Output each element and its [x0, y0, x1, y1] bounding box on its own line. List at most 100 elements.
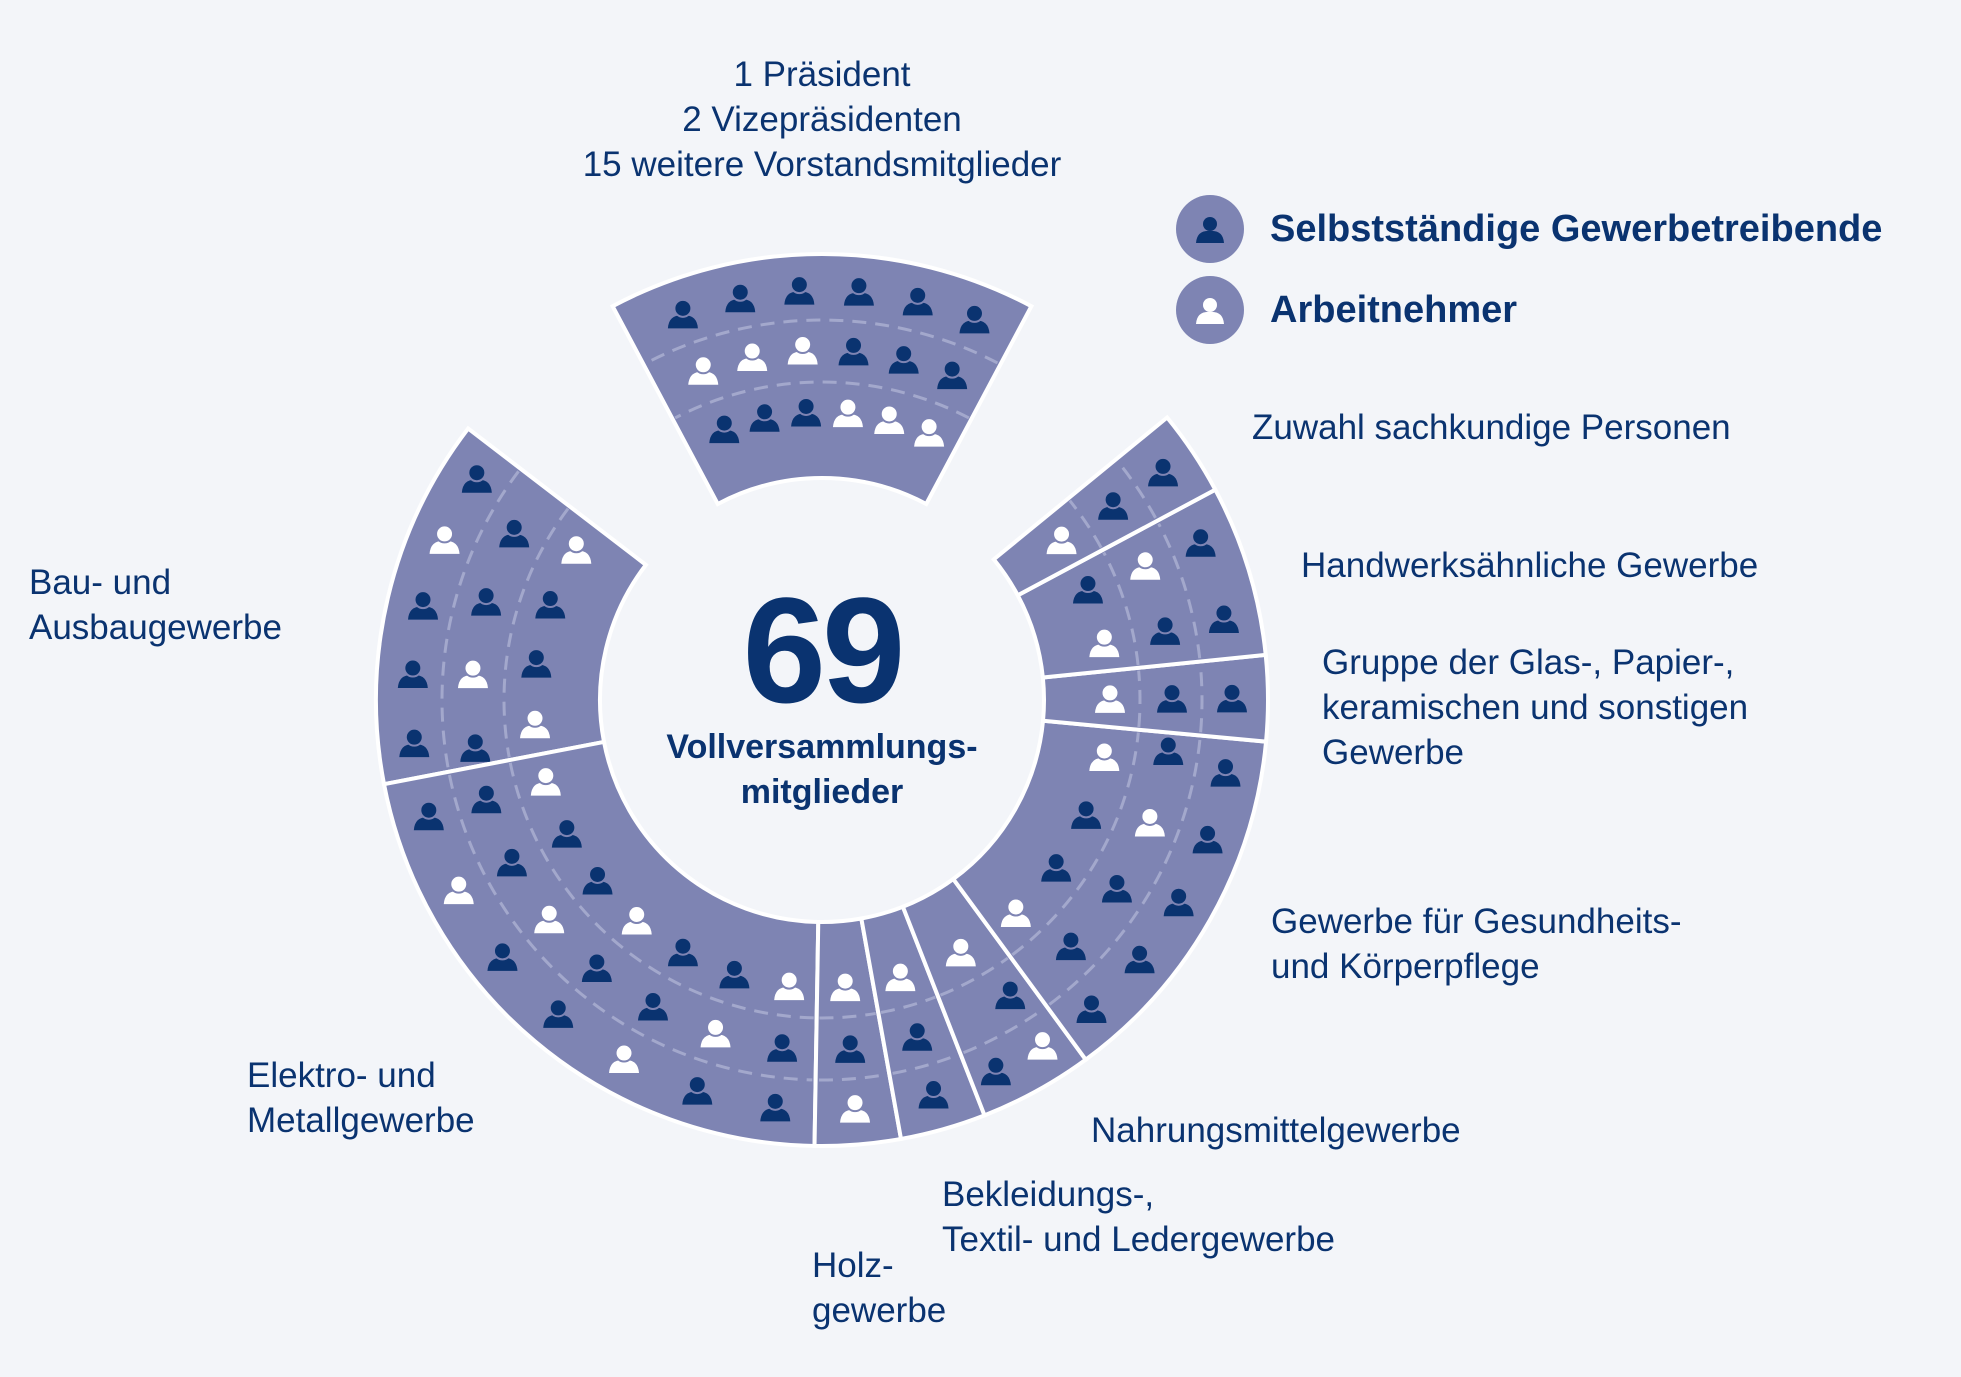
person-dark-icon [902, 1021, 933, 1051]
person-white-icon [787, 335, 818, 365]
row-divider [448, 774, 813, 1082]
person-dark-icon [408, 590, 439, 620]
person-dark-icon [397, 658, 428, 689]
person-white-icon [530, 766, 561, 796]
person-white-icon [830, 971, 861, 1002]
label-nahrung: Nahrungsmittelgewerbe [1091, 1108, 1461, 1153]
label-line: Zuwahl sachkundige Personen [1252, 408, 1731, 447]
person-dark-icon [682, 1075, 713, 1105]
label-handwerk: Handwerksähnliche Gewerbe [1301, 543, 1758, 588]
person-dark-icon [399, 727, 430, 758]
person-white-icon [688, 355, 719, 385]
person-dark-icon [1185, 527, 1216, 557]
person-dark-icon [918, 1079, 949, 1109]
person-dark-icon [460, 732, 491, 762]
person-white-icon [443, 874, 474, 905]
row-divider [939, 956, 1009, 997]
label-zuwahl: Zuwahl sachkundige Personen [1252, 405, 1731, 450]
segment-shape [950, 718, 1269, 1063]
person-dark-icon [709, 413, 740, 444]
person-dark-icon [535, 589, 566, 619]
person-white-icon [914, 417, 945, 447]
person-dark-icon [1210, 757, 1241, 787]
person-white-icon [1089, 741, 1120, 771]
person-dark-icon [487, 941, 518, 971]
total-count: 69 [742, 566, 906, 734]
legend-item-arbeitnehmer: Arbeitnehmer [1176, 276, 1517, 344]
person-dark-icon [995, 979, 1026, 1010]
row-divider [1011, 732, 1140, 956]
person-dark-icon [471, 586, 502, 616]
person-dark-icon [959, 303, 990, 334]
label-line: Holz- [812, 1246, 894, 1285]
person-dark-icon [637, 990, 668, 1021]
person-dark-icon [1153, 735, 1184, 766]
label-line: Elektro- und [247, 1056, 436, 1095]
person-white-icon [609, 1043, 640, 1074]
label-line: Gewerbe [1322, 733, 1465, 772]
label-line: Handwerksähnliche Gewerbe [1301, 546, 1759, 585]
person-white-icon [1027, 1030, 1058, 1060]
total-label-line-1: Vollversammlungs- [666, 728, 978, 766]
label-glas: Gruppe der Glas-, Papier-, keramischen u… [1322, 640, 1748, 775]
person-dark-icon [719, 958, 750, 989]
person-dark-icon [725, 282, 756, 313]
board-members-line: 15 weitere Vorstandsmitglieder [582, 145, 1062, 184]
row-divider [502, 507, 570, 758]
person-dark-icon [888, 344, 919, 374]
person-dark-icon [667, 936, 698, 967]
person-dark-icon [581, 952, 612, 982]
person-dark-icon [1041, 852, 1072, 882]
person-dark-icon [1124, 943, 1155, 974]
person-dark-icon [767, 1032, 798, 1062]
person-dark-icon [980, 1055, 1011, 1086]
person-white-icon [874, 404, 905, 434]
person-dark-icon [760, 1091, 791, 1122]
board-description: 1 Präsident 2 Vizepräsidenten 15 weitere… [0, 52, 1644, 187]
person-dark-icon [582, 864, 613, 895]
person-white-icon [945, 936, 976, 967]
segment-bau [374, 425, 649, 787]
person-dark-icon [496, 846, 527, 877]
person-white-icon [1089, 627, 1120, 658]
person-white-icon [700, 1017, 731, 1048]
person-dark-icon [1072, 574, 1103, 604]
label-line: Gruppe der Glas-, Papier-, [1322, 643, 1735, 682]
row-divider [818, 1073, 887, 1082]
person-dark-icon [937, 359, 968, 390]
person-white-icon [621, 904, 652, 935]
person-dark-icon [902, 285, 933, 316]
person-white-icon [1046, 524, 1077, 555]
segment-vorstand [609, 252, 1035, 507]
row-divider [508, 762, 814, 1020]
label-line: gewerbe [812, 1291, 947, 1330]
label-line: Metallgewerbe [247, 1101, 475, 1140]
legend-item-selbststaendige: Selbstständige Gewerbetreibende [1176, 195, 1882, 263]
person-dark-icon [1150, 615, 1181, 645]
row-divider [1137, 670, 1142, 728]
person-dark-icon [1156, 683, 1187, 713]
label-gesundheit: Gewerbe für Gesundheits- und Körperpfleg… [1271, 899, 1681, 989]
person-dark-icon [1055, 930, 1086, 961]
segment-shape [609, 252, 1035, 507]
person-dark-icon [1192, 823, 1223, 854]
person-dark-icon [1071, 799, 1102, 829]
person-white-icon [840, 1093, 871, 1123]
person-dark-icon [1148, 456, 1179, 487]
legend-label: Selbstständige Gewerbetreibende [1270, 207, 1883, 250]
person-white-icon [832, 397, 863, 428]
row-divider [819, 1011, 876, 1020]
person-dark-icon [1176, 195, 1244, 263]
person-dark-icon [784, 275, 815, 305]
label-line: Bekleidungs-, [942, 1175, 1155, 1214]
person-dark-icon [1098, 490, 1129, 520]
person-white-icon [1000, 897, 1031, 927]
row-divider [892, 1053, 958, 1075]
total-label-line-2: mitglieder [740, 773, 904, 811]
row-divider [1068, 499, 1103, 549]
person-white-icon [1130, 550, 1161, 580]
segment-bekleidung [859, 904, 988, 1142]
vice-presidents-line: 2 Vizepräsidenten [682, 100, 962, 139]
person-dark-icon [551, 818, 582, 848]
